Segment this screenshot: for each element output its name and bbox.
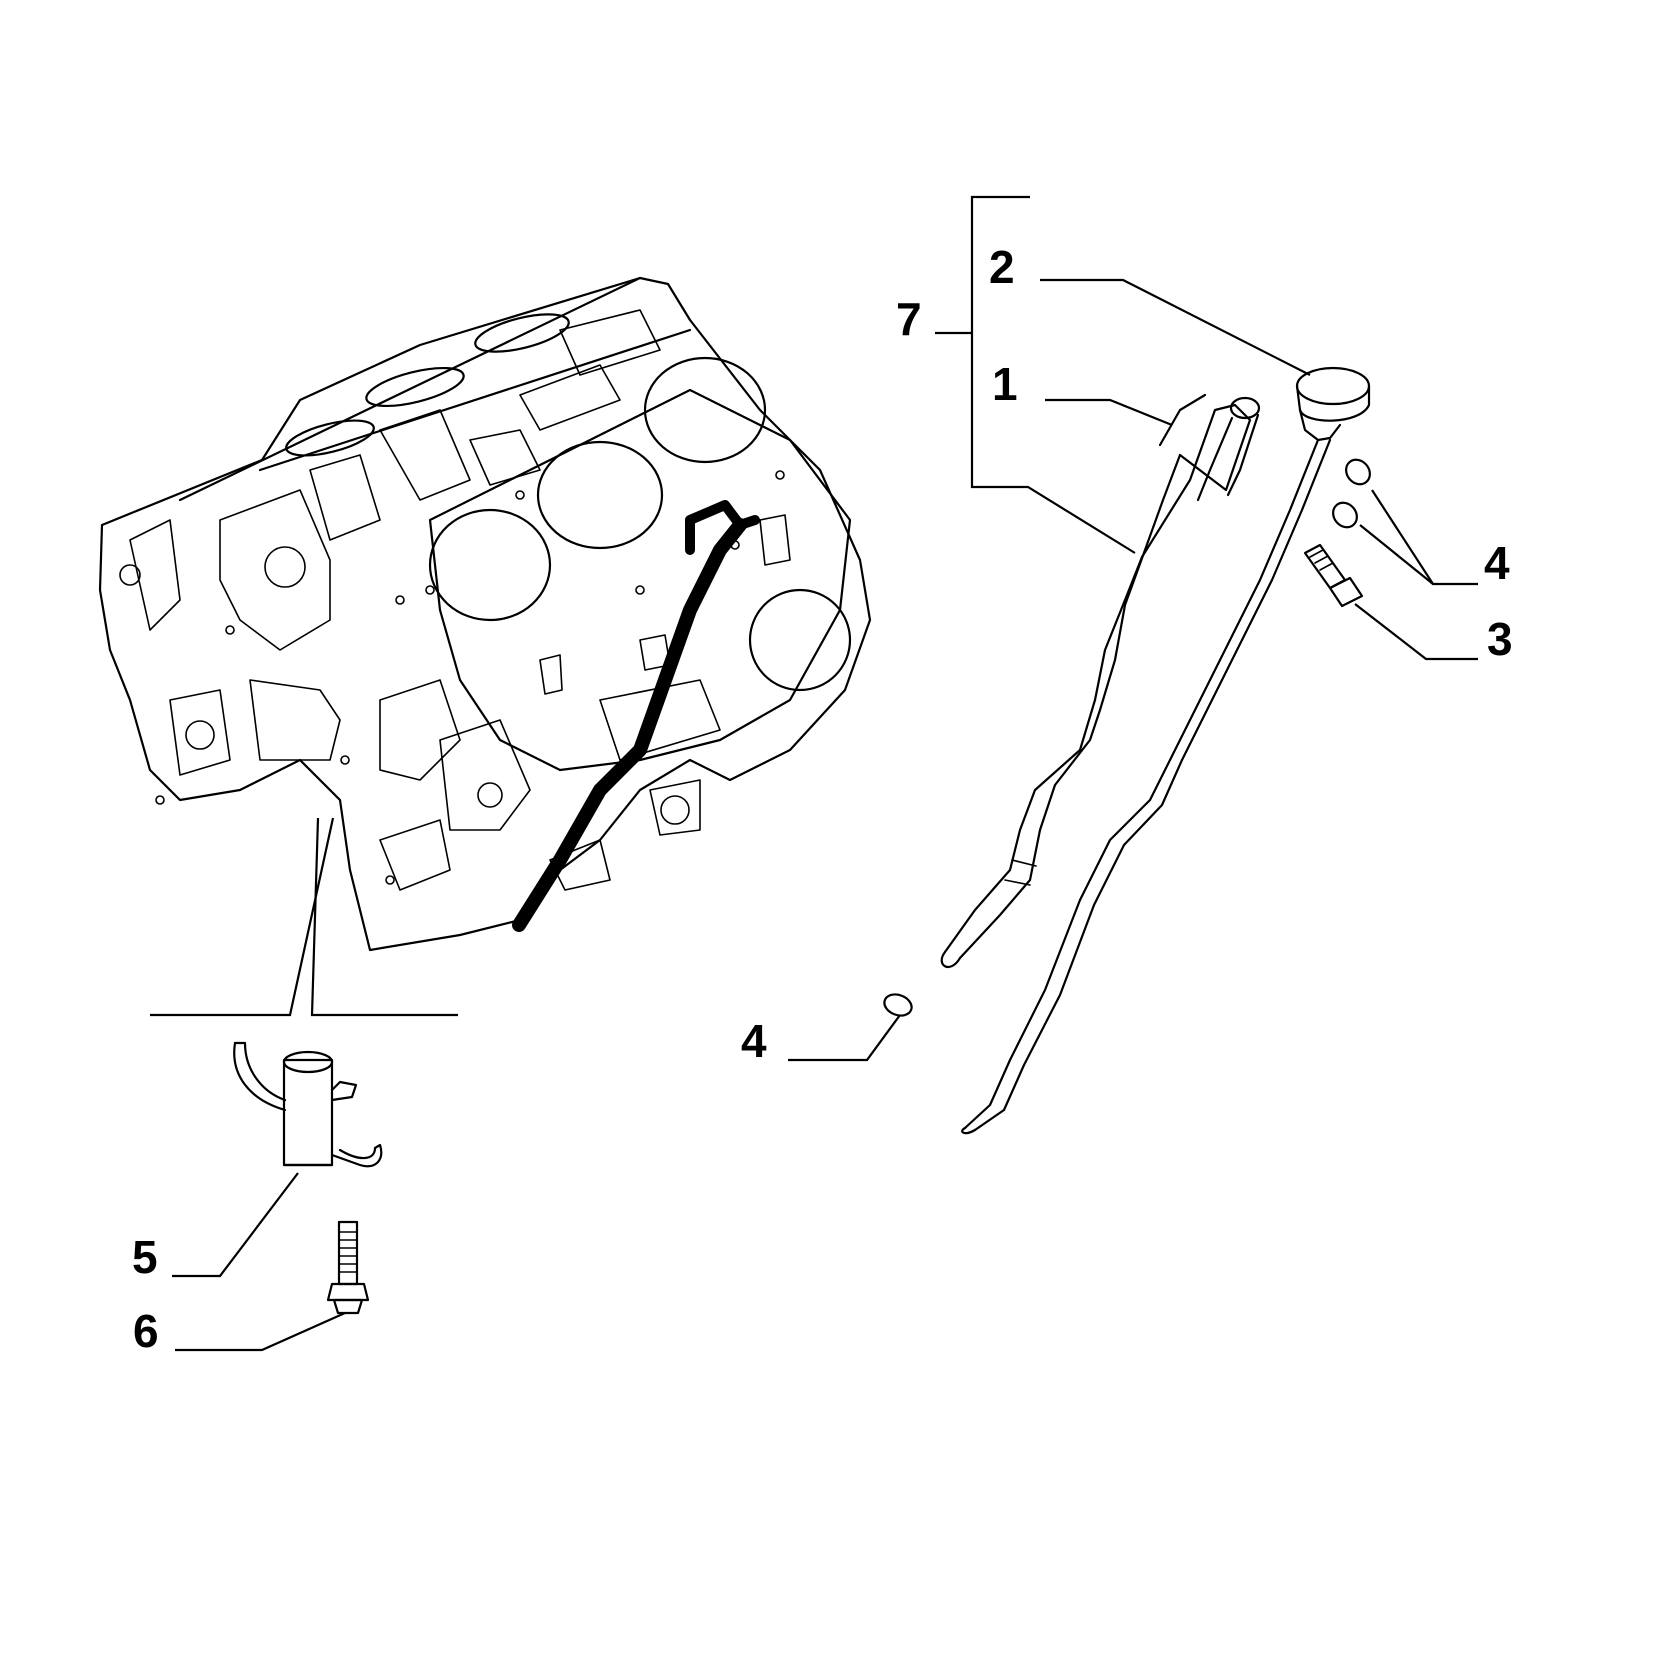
callout-3: 3 [1487,613,1513,665]
dipstick-icon [961,366,1371,1135]
leader-lines [150,195,1478,1352]
guide-tube-icon [940,393,1261,969]
callouts: 7 2 1 4 3 4 5 6 [132,241,1513,1357]
callout-7: 7 [896,293,922,345]
bolt-icon [1303,543,1364,608]
bolt-icon [326,1220,370,1315]
bracket-icon [233,1041,383,1168]
callout-2: 2 [989,241,1015,293]
callout-5: 5 [132,1231,158,1283]
o-ring-icon [883,458,1371,1017]
engine-block-icon [98,276,872,952]
callout-4-upper: 4 [1484,537,1510,589]
callout-6: 6 [133,1305,159,1357]
callout-1: 1 [992,358,1018,410]
guide-tube-installed-icon [512,518,747,932]
callout-4-lower: 4 [741,1015,767,1067]
